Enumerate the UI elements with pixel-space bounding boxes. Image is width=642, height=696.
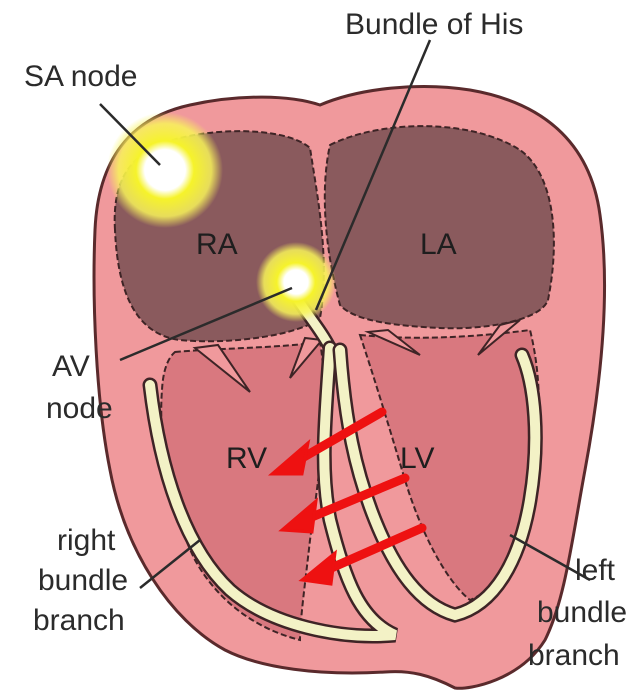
label-left-bundle-line1: left: [575, 554, 616, 587]
label-left-bundle-line3: branch: [528, 639, 620, 672]
chamber-label-lv: LV: [400, 442, 434, 475]
label-sa-node: SA node: [24, 60, 137, 93]
chamber-label-ra: RA: [196, 228, 238, 261]
label-av-node-line2: node: [46, 392, 113, 425]
label-bundle-of-his: Bundle of His: [345, 8, 523, 41]
label-av-node-line1: AV: [52, 350, 90, 383]
chamber-label-rv: RV: [226, 442, 267, 475]
label-right-bundle-line3: branch: [33, 604, 125, 637]
label-right-bundle-line1: right: [57, 524, 116, 557]
chamber-label-la: LA: [420, 228, 457, 261]
label-right-bundle-line2: bundle: [38, 564, 128, 597]
av-node-glow: [256, 242, 336, 322]
label-left-bundle-line2: bundle: [537, 596, 627, 629]
